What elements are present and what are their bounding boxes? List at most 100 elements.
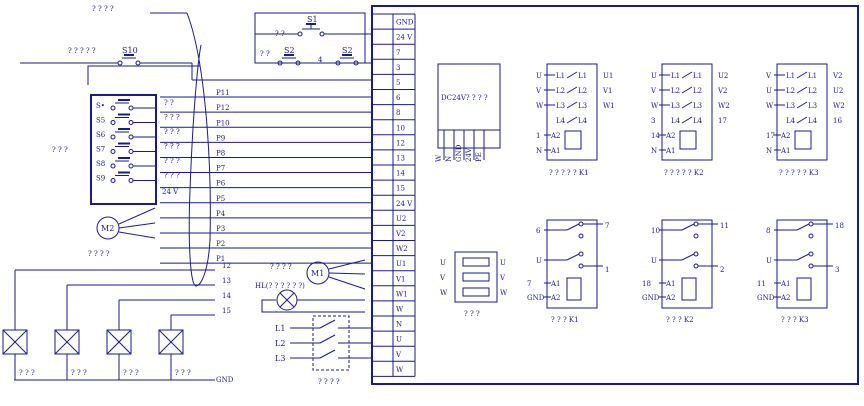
valve-line-label: 14 xyxy=(222,292,231,300)
contactor-caption: ? ? ? ? ? K2 xyxy=(664,169,704,177)
contactor-pole-blade xyxy=(796,71,808,79)
relay-body xyxy=(776,219,828,309)
solenoid-valves: GND 12? ? ?13? ? ?14? ? ?15? ? ? xyxy=(2,262,234,384)
contactor-out-label: V2 xyxy=(832,72,843,80)
contactor-coil-a2: A2 xyxy=(550,132,561,140)
contactor-in-label: V xyxy=(535,87,542,95)
terminal-label: 10 xyxy=(396,124,405,132)
relay-body xyxy=(546,219,598,309)
keypad-switch-contact xyxy=(110,105,116,111)
contactor-aux-label: L4 xyxy=(808,117,818,125)
keypad-voltage: 24 V xyxy=(162,188,179,196)
valve-line-label: 15 xyxy=(222,307,231,315)
relay-right-label: 3 xyxy=(835,266,839,274)
switch-s10: S10 ? ? ? ? ? xyxy=(20,46,200,85)
motor-m2-label: M2 xyxy=(101,224,114,233)
contactor-coil-in: 14 xyxy=(651,132,660,140)
contactor-aux-right: 16 xyxy=(833,117,842,125)
valve-cross xyxy=(54,329,80,355)
contactor-aux-label: L4 xyxy=(671,117,681,125)
relay-coil xyxy=(681,277,697,301)
power-switch-blade xyxy=(319,334,336,344)
contactor-pole-label: L2 xyxy=(556,87,565,95)
keypad-label: S6 xyxy=(96,131,106,139)
fuse-in-label: U xyxy=(440,259,446,267)
valves-gnd-label: GND xyxy=(216,376,234,384)
contactor-out-label: W1 xyxy=(603,102,615,110)
contactor-pole-label: L1 xyxy=(693,72,702,80)
port-label-p4: P4 xyxy=(216,210,226,218)
fuse-block-caption: ? ? ? xyxy=(464,310,480,318)
terminal-label: 24 V xyxy=(396,200,413,208)
contactor-coil xyxy=(564,130,582,150)
contactor-coil-a1: A1 xyxy=(665,147,676,155)
power-supply-pin-label: 24V xyxy=(465,147,473,162)
relay-contact xyxy=(808,233,814,239)
switch-s2-middle: 4 xyxy=(318,56,323,64)
terminal-label: 12 xyxy=(396,139,405,147)
terminal-label: U xyxy=(396,336,402,344)
controller-enclosure xyxy=(371,5,859,385)
contactor-in-label: V xyxy=(765,72,772,80)
power-input-label: L3 xyxy=(275,354,285,363)
relay-coil-a1: A1 xyxy=(550,280,561,288)
relay-blade xyxy=(566,253,580,261)
contactor-coil-in: N xyxy=(536,147,542,155)
contactor-body xyxy=(776,63,828,161)
valve-note: ? ? ? xyxy=(175,369,191,377)
motor-m2: M2 ? ? ? ? xyxy=(88,207,156,258)
relay-left-label: U xyxy=(766,257,772,265)
relay-contact xyxy=(693,263,699,269)
terminal-label: 5 xyxy=(396,79,400,87)
contactor-coil xyxy=(679,130,697,150)
switch-s2-pair: S2 S2 4 ? ? xyxy=(255,46,370,66)
terminal-label: 7 xyxy=(396,49,400,57)
contactor-in-label: W xyxy=(651,102,659,110)
contactor-pole-label: L2 xyxy=(671,87,680,95)
fuse-in-label: W xyxy=(440,289,448,297)
fuse-element xyxy=(462,287,490,297)
contactor-body xyxy=(546,63,598,161)
indicator-lamp: HL(? ? ? ? ? ?) xyxy=(255,282,365,313)
fuse-out-label: U xyxy=(500,259,506,267)
relay-body xyxy=(661,219,713,309)
relay-coil-a1: A1 xyxy=(780,280,791,288)
contactor-coil-a1: A1 xyxy=(550,147,561,155)
relay-coil xyxy=(566,277,582,301)
keypad-switches: ? ? ? 24 V S•? ?S5? ? ?S6? ? ?S7? ? ?S8?… xyxy=(52,94,180,205)
relay-blade xyxy=(796,253,810,261)
contactor-caption: ? ? ? ? ? K1 xyxy=(549,169,589,177)
relay-contact xyxy=(693,251,699,257)
relay-contact xyxy=(578,221,584,227)
keypad-note-item: ? ? ? xyxy=(164,114,180,122)
keypad-note-item: ? ? xyxy=(164,99,174,107)
motor-m1: M1 ? ? ? ? xyxy=(270,259,366,290)
port-label-p7: P7 xyxy=(216,165,225,173)
contactor-aux-blade xyxy=(566,116,578,124)
cable-bundle xyxy=(150,12,211,287)
terminal-label: 6 xyxy=(396,94,401,102)
contactor-in-label: W xyxy=(536,102,544,110)
contactor-in-label: V xyxy=(650,87,657,95)
port-label-p8: P8 xyxy=(216,149,225,157)
keypad-note-item: ? ? ? xyxy=(164,172,180,180)
contactor-pole-blade xyxy=(796,86,808,94)
keypad-switch-contact xyxy=(110,178,116,183)
relay-caption: ? ? ? K2 xyxy=(666,316,694,324)
port-label-p1: P1 xyxy=(216,255,225,263)
relay-coil-in: 7 xyxy=(527,280,531,288)
contactor-aux-label: L4 xyxy=(693,117,703,125)
motor-m1-label: M1 xyxy=(311,269,324,278)
contactor-body xyxy=(661,63,713,161)
port-label-p3: P3 xyxy=(216,225,225,233)
contactor-aux-right: 17 xyxy=(718,117,727,125)
relay-coil-a2: A2 xyxy=(550,294,561,302)
relay-blade xyxy=(796,223,810,231)
power-supply-pin-label: W xyxy=(435,154,443,162)
power-switch-blade xyxy=(319,319,336,329)
